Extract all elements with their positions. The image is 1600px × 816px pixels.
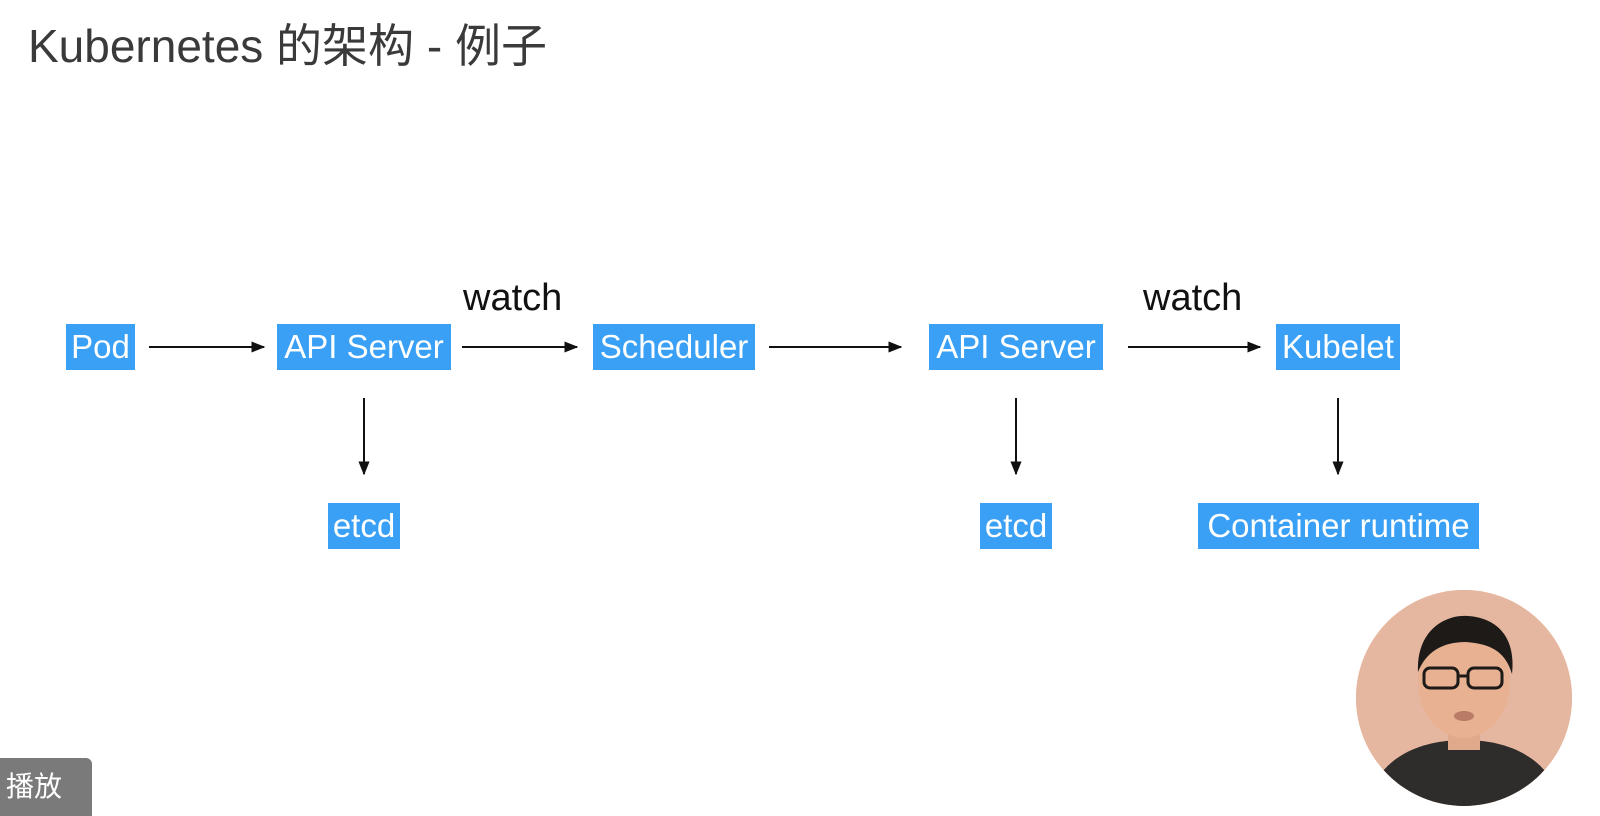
node-etcd-1: etcd xyxy=(328,503,400,549)
node-pod: Pod xyxy=(66,324,135,370)
node-scheduler: Scheduler xyxy=(593,324,755,370)
node-api-server-2: API Server xyxy=(929,324,1103,370)
edge-label-watch-kubelet: watch xyxy=(1143,277,1243,319)
node-kubelet: Kubelet xyxy=(1276,324,1400,370)
speaker-portrait xyxy=(1356,590,1572,806)
slide-title: Kubernetes 的架构 - 例子 xyxy=(28,20,547,72)
speaker-video xyxy=(1356,590,1572,806)
play-button[interactable]: 播放 xyxy=(0,758,92,816)
node-api-server-1: API Server xyxy=(277,324,451,370)
node-etcd-2: etcd xyxy=(980,503,1052,549)
edge-label-watch-scheduler: watch xyxy=(463,277,563,319)
node-container-runtime: Container runtime xyxy=(1198,503,1479,549)
